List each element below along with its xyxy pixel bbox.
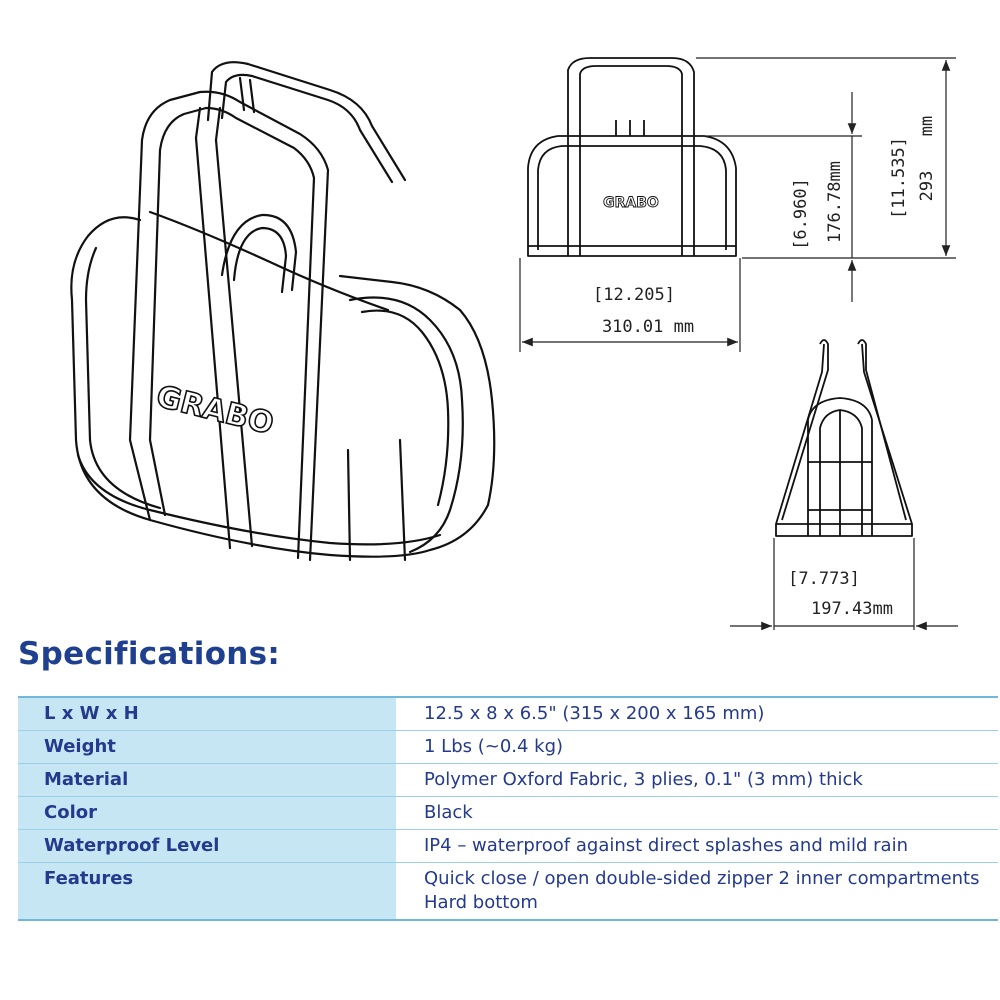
spec-value-material: Polymer Oxford Fabric, 3 plies, 0.1" (3 … <box>396 763 998 797</box>
grabo-logo-front: GRABO <box>603 195 660 212</box>
spec-value-features: Quick close / open double-sided zipper 2… <box>396 862 998 921</box>
bag-isometric-view <box>70 61 496 562</box>
bag-side-view <box>775 339 913 537</box>
table-row: Features Quick close / open double-sided… <box>18 862 998 921</box>
svg-text:GRABO: GRABO <box>603 195 659 211</box>
spec-label-features: Features <box>18 862 396 921</box>
bag-front-view <box>527 57 737 257</box>
table-row: Material Polymer Oxford Fabric, 3 plies,… <box>18 763 998 797</box>
specifications-heading: Specifications: <box>18 636 281 672</box>
spec-value-waterproof: IP4 – waterproof against direct splashes… <box>396 829 998 863</box>
total-height-inch-label: [11.535] <box>889 137 909 219</box>
spec-value-weight: 1 Lbs (~0.4 kg) <box>396 730 998 764</box>
total-height-unit-label: mm <box>917 116 937 136</box>
dimension-width: [12.205] 310.01 mm <box>519 258 741 352</box>
table-row: Color Black <box>18 796 998 830</box>
depth-mm-label: 197.43mm <box>811 599 893 619</box>
width-inch-label: [12.205] <box>593 285 675 305</box>
spec-label-dimensions: L x W x H <box>18 696 396 731</box>
spec-value-color: Black <box>396 796 998 830</box>
total-height-mm-label: 293 <box>917 171 937 202</box>
spec-value-dimensions: 12.5 x 8 x 6.5" (315 x 200 x 165 mm) <box>396 696 998 731</box>
table-row: Weight 1 Lbs (~0.4 kg) <box>18 730 998 764</box>
dimension-depth: [7.773] 197.43mm <box>730 538 958 630</box>
spec-label-color: Color <box>18 796 396 830</box>
base-height-inch-label: [6.960] <box>791 178 811 250</box>
specifications-table: L x W x H 12.5 x 8 x 6.5" (315 x 200 x 1… <box>18 696 998 921</box>
spec-label-waterproof: Waterproof Level <box>18 829 396 863</box>
table-row: Waterproof Level IP4 – waterproof agains… <box>18 829 998 863</box>
spec-label-weight: Weight <box>18 730 396 764</box>
svg-text:GRABO: GRABO <box>153 379 277 442</box>
dimension-base-height: [6.960] 176.78mm <box>700 92 862 302</box>
grabo-logo-isometric: GRABO <box>152 378 278 442</box>
table-row: L x W x H 12.5 x 8 x 6.5" (315 x 200 x 1… <box>18 696 998 731</box>
product-technical-drawing: GRABO GRABO [12.205] 310.01 mm [6.960] 1… <box>70 57 958 630</box>
spec-label-material: Material <box>18 763 396 797</box>
base-height-mm-label: 176.78mm <box>825 161 845 243</box>
width-mm-label: 310.01 mm <box>602 317 694 337</box>
dimension-total-height: [11.535] 293 mm <box>696 57 956 259</box>
depth-inch-label: [7.773] <box>788 569 860 589</box>
